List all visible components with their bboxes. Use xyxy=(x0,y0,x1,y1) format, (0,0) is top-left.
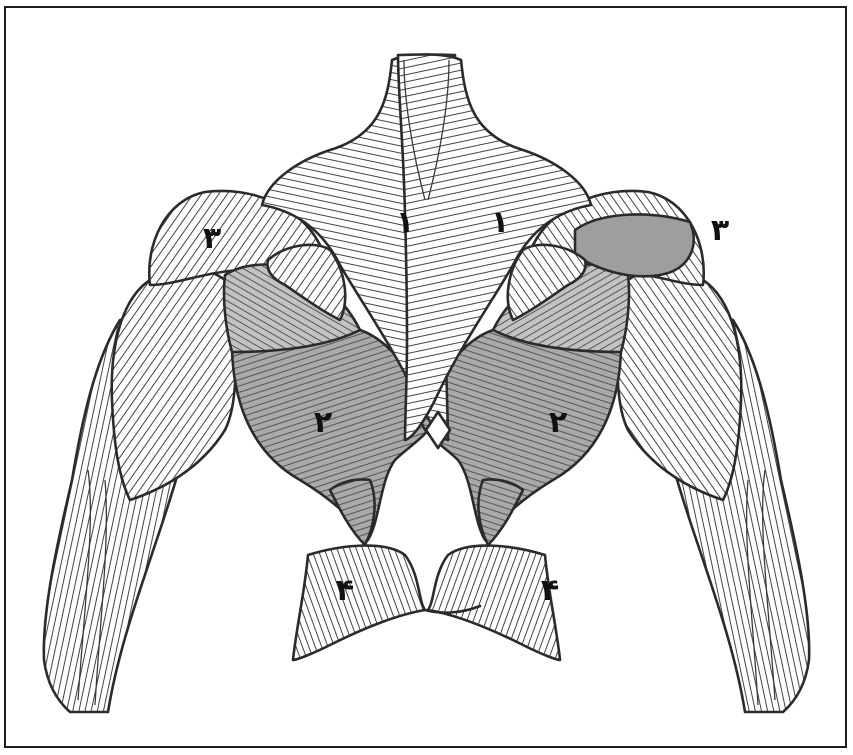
right-arm xyxy=(617,268,809,712)
left-arm xyxy=(44,268,236,712)
label-right-trapezius: ۱ xyxy=(491,205,509,240)
right-lower-lat-tail xyxy=(478,479,523,545)
left-lower-lat-tail xyxy=(330,479,375,545)
label-left-trapezius: ۱ xyxy=(396,205,414,240)
left-gluteal xyxy=(293,546,425,660)
left-upper-arm xyxy=(112,268,236,500)
label-right-deltoid: ۳ xyxy=(711,213,729,248)
right-upper-arm xyxy=(617,268,741,500)
label-right-gluteal: ۴ xyxy=(541,573,559,608)
label-left-deltoid: ۳ xyxy=(203,221,221,256)
label-left-latissimus: ۲ xyxy=(314,405,332,440)
label-left-gluteal: ۴ xyxy=(336,573,354,608)
label-right-latissimus: ۲ xyxy=(549,405,567,440)
